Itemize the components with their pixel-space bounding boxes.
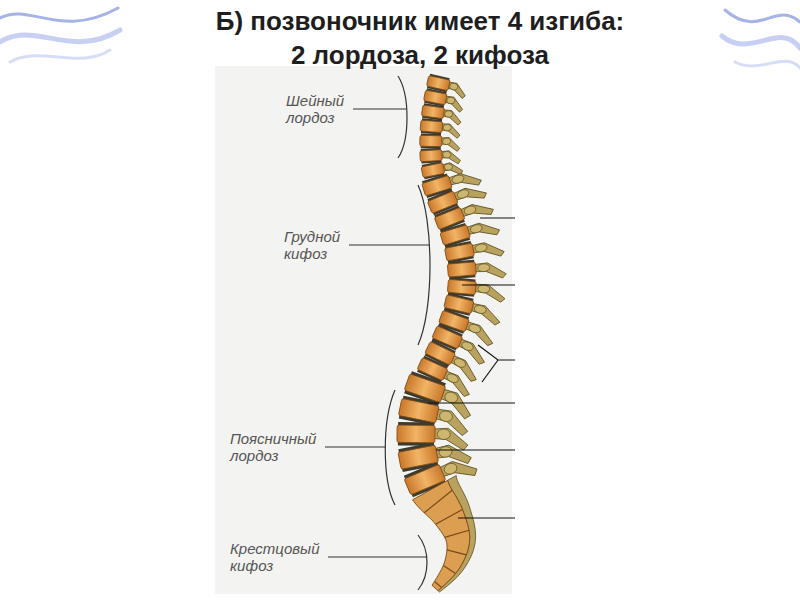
vertebral-body bbox=[420, 150, 443, 162]
transverse-process bbox=[460, 340, 474, 352]
transverse-process bbox=[443, 151, 451, 158]
vertebral-body bbox=[417, 357, 448, 380]
leader-line bbox=[349, 244, 429, 245]
leader-line bbox=[328, 556, 427, 557]
bracket bbox=[398, 76, 407, 158]
pointer-line bbox=[436, 449, 515, 450]
transverse-process bbox=[477, 263, 490, 272]
transverse-process bbox=[444, 110, 453, 117]
transverse-process bbox=[451, 174, 465, 185]
sacral-seam bbox=[434, 581, 441, 587]
transverse-process bbox=[456, 188, 470, 200]
sacral-seam bbox=[447, 550, 466, 555]
sacral-seam bbox=[424, 490, 452, 513]
spine-illustration bbox=[397, 74, 507, 592]
leader-lines bbox=[325, 109, 429, 557]
intervertebral-disc bbox=[448, 260, 475, 280]
sacral-seams bbox=[424, 490, 469, 587]
intervertebral-disc bbox=[422, 103, 444, 120]
vertebral-body bbox=[420, 120, 443, 132]
bracket bbox=[418, 185, 430, 345]
sacral-seam bbox=[443, 566, 455, 574]
vertebral-body bbox=[447, 262, 476, 277]
transverse-process bbox=[438, 446, 453, 459]
transverse-process bbox=[437, 429, 450, 440]
intervertebral-disc bbox=[421, 148, 442, 164]
sacral-seam bbox=[445, 530, 469, 537]
curve-label: Крестцовый кифоз bbox=[230, 540, 323, 574]
sacral-seam bbox=[436, 509, 463, 524]
spinous-process bbox=[473, 261, 506, 280]
transverse-process bbox=[468, 323, 482, 334]
curve-label: Поясничный лордоз bbox=[230, 430, 320, 464]
transverse-process bbox=[469, 223, 483, 234]
pointer-line bbox=[480, 217, 515, 218]
pointer-lines bbox=[428, 218, 515, 518]
transverse-process bbox=[477, 285, 490, 294]
vertebral-body bbox=[404, 374, 446, 403]
leader-line bbox=[353, 108, 406, 109]
transverse-process bbox=[474, 243, 487, 253]
swirl bbox=[0, 8, 118, 21]
bracket bbox=[385, 390, 395, 505]
intervertebral-disc bbox=[421, 118, 442, 134]
intervertebral-disc bbox=[398, 422, 434, 446]
slide-title: Б) позвоночник имеет 4 изгиба: 2 лордоза… bbox=[212, 4, 629, 72]
transverse-process bbox=[445, 372, 459, 384]
picture-panel bbox=[215, 66, 512, 594]
vertebral-body bbox=[445, 243, 475, 261]
bracket bbox=[418, 535, 427, 590]
vertebral-body bbox=[420, 135, 442, 146]
transverse-process bbox=[444, 163, 453, 171]
leader-line bbox=[325, 446, 386, 447]
pointer-line bbox=[462, 284, 515, 285]
curve-label: Шейный лордоз bbox=[286, 92, 348, 126]
intervertebral-disc bbox=[445, 241, 474, 263]
transverse-process bbox=[453, 357, 467, 369]
vertebral-body bbox=[398, 445, 439, 469]
brackets bbox=[385, 76, 430, 590]
vertebral-body bbox=[421, 105, 444, 119]
vertebral-body bbox=[426, 75, 450, 90]
sacrum bbox=[413, 480, 470, 590]
vertebral-body bbox=[434, 207, 465, 229]
transverse-process bbox=[463, 204, 477, 216]
transverse-process bbox=[443, 461, 459, 476]
swirl bbox=[725, 10, 800, 22]
pointer-line bbox=[482, 360, 498, 382]
spinous-process bbox=[465, 218, 500, 243]
transverse-process bbox=[449, 83, 458, 91]
vertebral-body bbox=[447, 279, 476, 294]
swirl bbox=[735, 61, 800, 68]
swirl bbox=[0, 30, 120, 42]
pointer-line bbox=[458, 517, 515, 518]
transverse-process bbox=[443, 138, 451, 145]
vertebral-body bbox=[424, 90, 448, 105]
vertebral-body bbox=[398, 398, 439, 423]
intervertebral-disc bbox=[421, 134, 441, 149]
vertebral-body bbox=[440, 225, 471, 245]
transverse-process bbox=[474, 304, 487, 314]
vertebral-body bbox=[421, 163, 445, 178]
transverse-process bbox=[439, 410, 454, 423]
swirl bbox=[10, 50, 110, 62]
vertebral-body bbox=[397, 425, 435, 443]
vertebral-body bbox=[444, 295, 474, 314]
spinous-process bbox=[440, 137, 460, 151]
swirl bbox=[722, 36, 800, 48]
pointer-line bbox=[428, 402, 515, 403]
transverse-process bbox=[443, 390, 459, 404]
transverse-process bbox=[443, 124, 451, 131]
pointer-line bbox=[478, 345, 515, 360]
transverse-process bbox=[446, 97, 455, 105]
curve-label: Грудной кифоз bbox=[284, 228, 344, 262]
spinous-process bbox=[473, 284, 506, 303]
spinous-process bbox=[470, 239, 504, 261]
